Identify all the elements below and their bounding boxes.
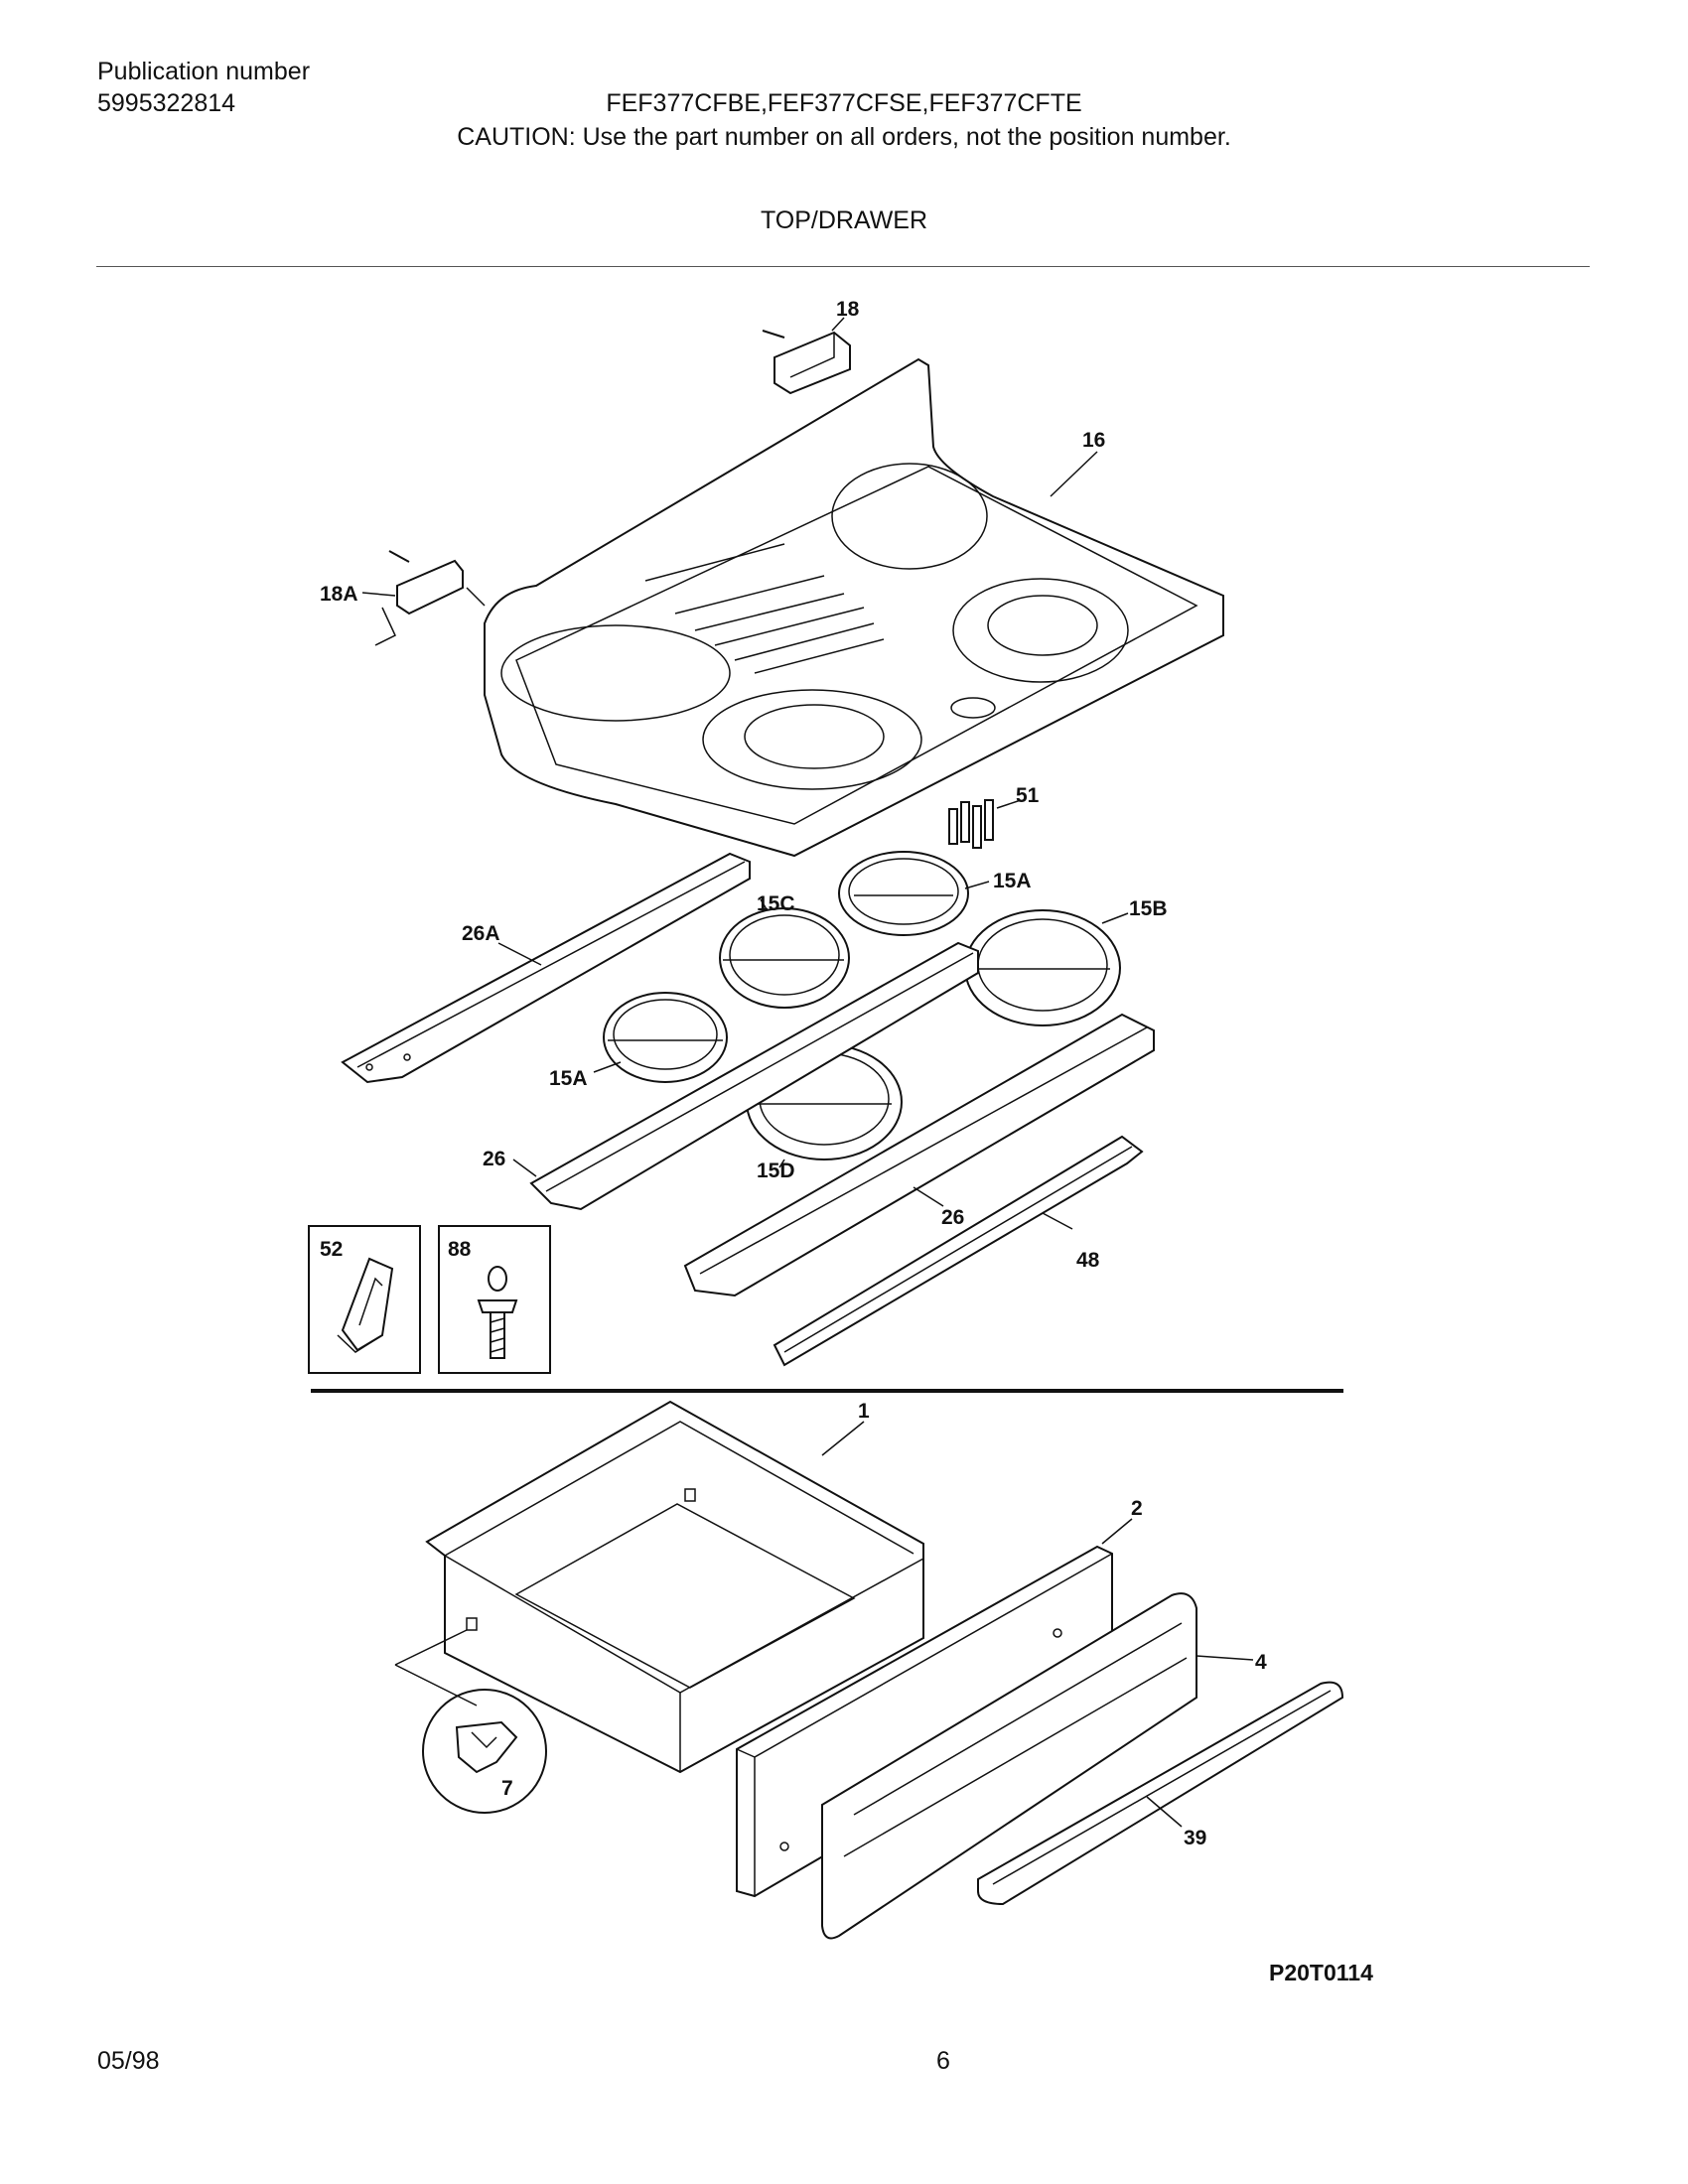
callout-7: 7: [501, 1777, 513, 1800]
callout-26a: 26A: [462, 922, 500, 945]
model-numbers: FEF377CFBE,FEF377CFSE,FEF377CFTE: [606, 89, 1082, 117]
footer-date: 05/98: [97, 2047, 160, 2075]
part-51-terminals: [948, 799, 1022, 849]
header-divider: [96, 266, 1590, 267]
drawing-code: P20T0114: [1269, 1960, 1373, 1985]
caution-note: CAUTION: Use the part number on all orde…: [457, 123, 1231, 151]
part-16-cooktop: [484, 357, 1224, 858]
inset-part-88: [438, 1225, 551, 1374]
callout-15a-left: 15A: [549, 1067, 588, 1090]
part-18-bracket: [762, 317, 851, 395]
callout-15b: 15B: [1129, 897, 1168, 920]
callout-51: 51: [1016, 784, 1040, 807]
callout-2: 2: [1131, 1497, 1143, 1520]
callout-48: 48: [1076, 1249, 1100, 1272]
part-26-rail-left: [512, 941, 979, 1211]
callout-18: 18: [836, 298, 860, 321]
callout-16: 16: [1082, 429, 1105, 452]
callout-39: 39: [1184, 1827, 1206, 1849]
callout-15d: 15D: [757, 1160, 795, 1182]
surface-element-15a-top: [838, 851, 990, 936]
callout-52: 52: [320, 1238, 343, 1261]
page-number: 6: [936, 2047, 950, 2075]
callout-4: 4: [1255, 1651, 1267, 1674]
part-48-channel: [773, 1135, 1144, 1367]
part-26-rail-right: [683, 1013, 1155, 1297]
surface-element-15c: [719, 898, 850, 1009]
publication-number-label: Publication number: [97, 58, 311, 85]
callout-1: 1: [858, 1400, 870, 1423]
surface-element-15a-left: [593, 992, 728, 1083]
inset-part-52: [308, 1225, 421, 1374]
callout-26-right: 26: [941, 1206, 964, 1229]
part-18a-bracket: [361, 550, 486, 646]
part-26a-rail: [341, 852, 751, 1084]
callout-88: 88: [448, 1238, 472, 1261]
section-title: TOP/DRAWER: [760, 206, 928, 234]
part-1-drawer-body: [425, 1400, 924, 1774]
callout-15c: 15C: [757, 892, 795, 915]
callout-18a: 18A: [320, 583, 358, 606]
part-4-drawer-front: [821, 1592, 1254, 1940]
publication-number: 5995322814: [97, 89, 236, 117]
surface-element-15b: [964, 909, 1129, 1026]
callout-26-left: 26: [483, 1148, 505, 1170]
part-39-handle: [977, 1681, 1344, 1906]
callout-15a-top: 15A: [993, 870, 1032, 892]
part-7-glide-detail: [394, 1629, 547, 1814]
